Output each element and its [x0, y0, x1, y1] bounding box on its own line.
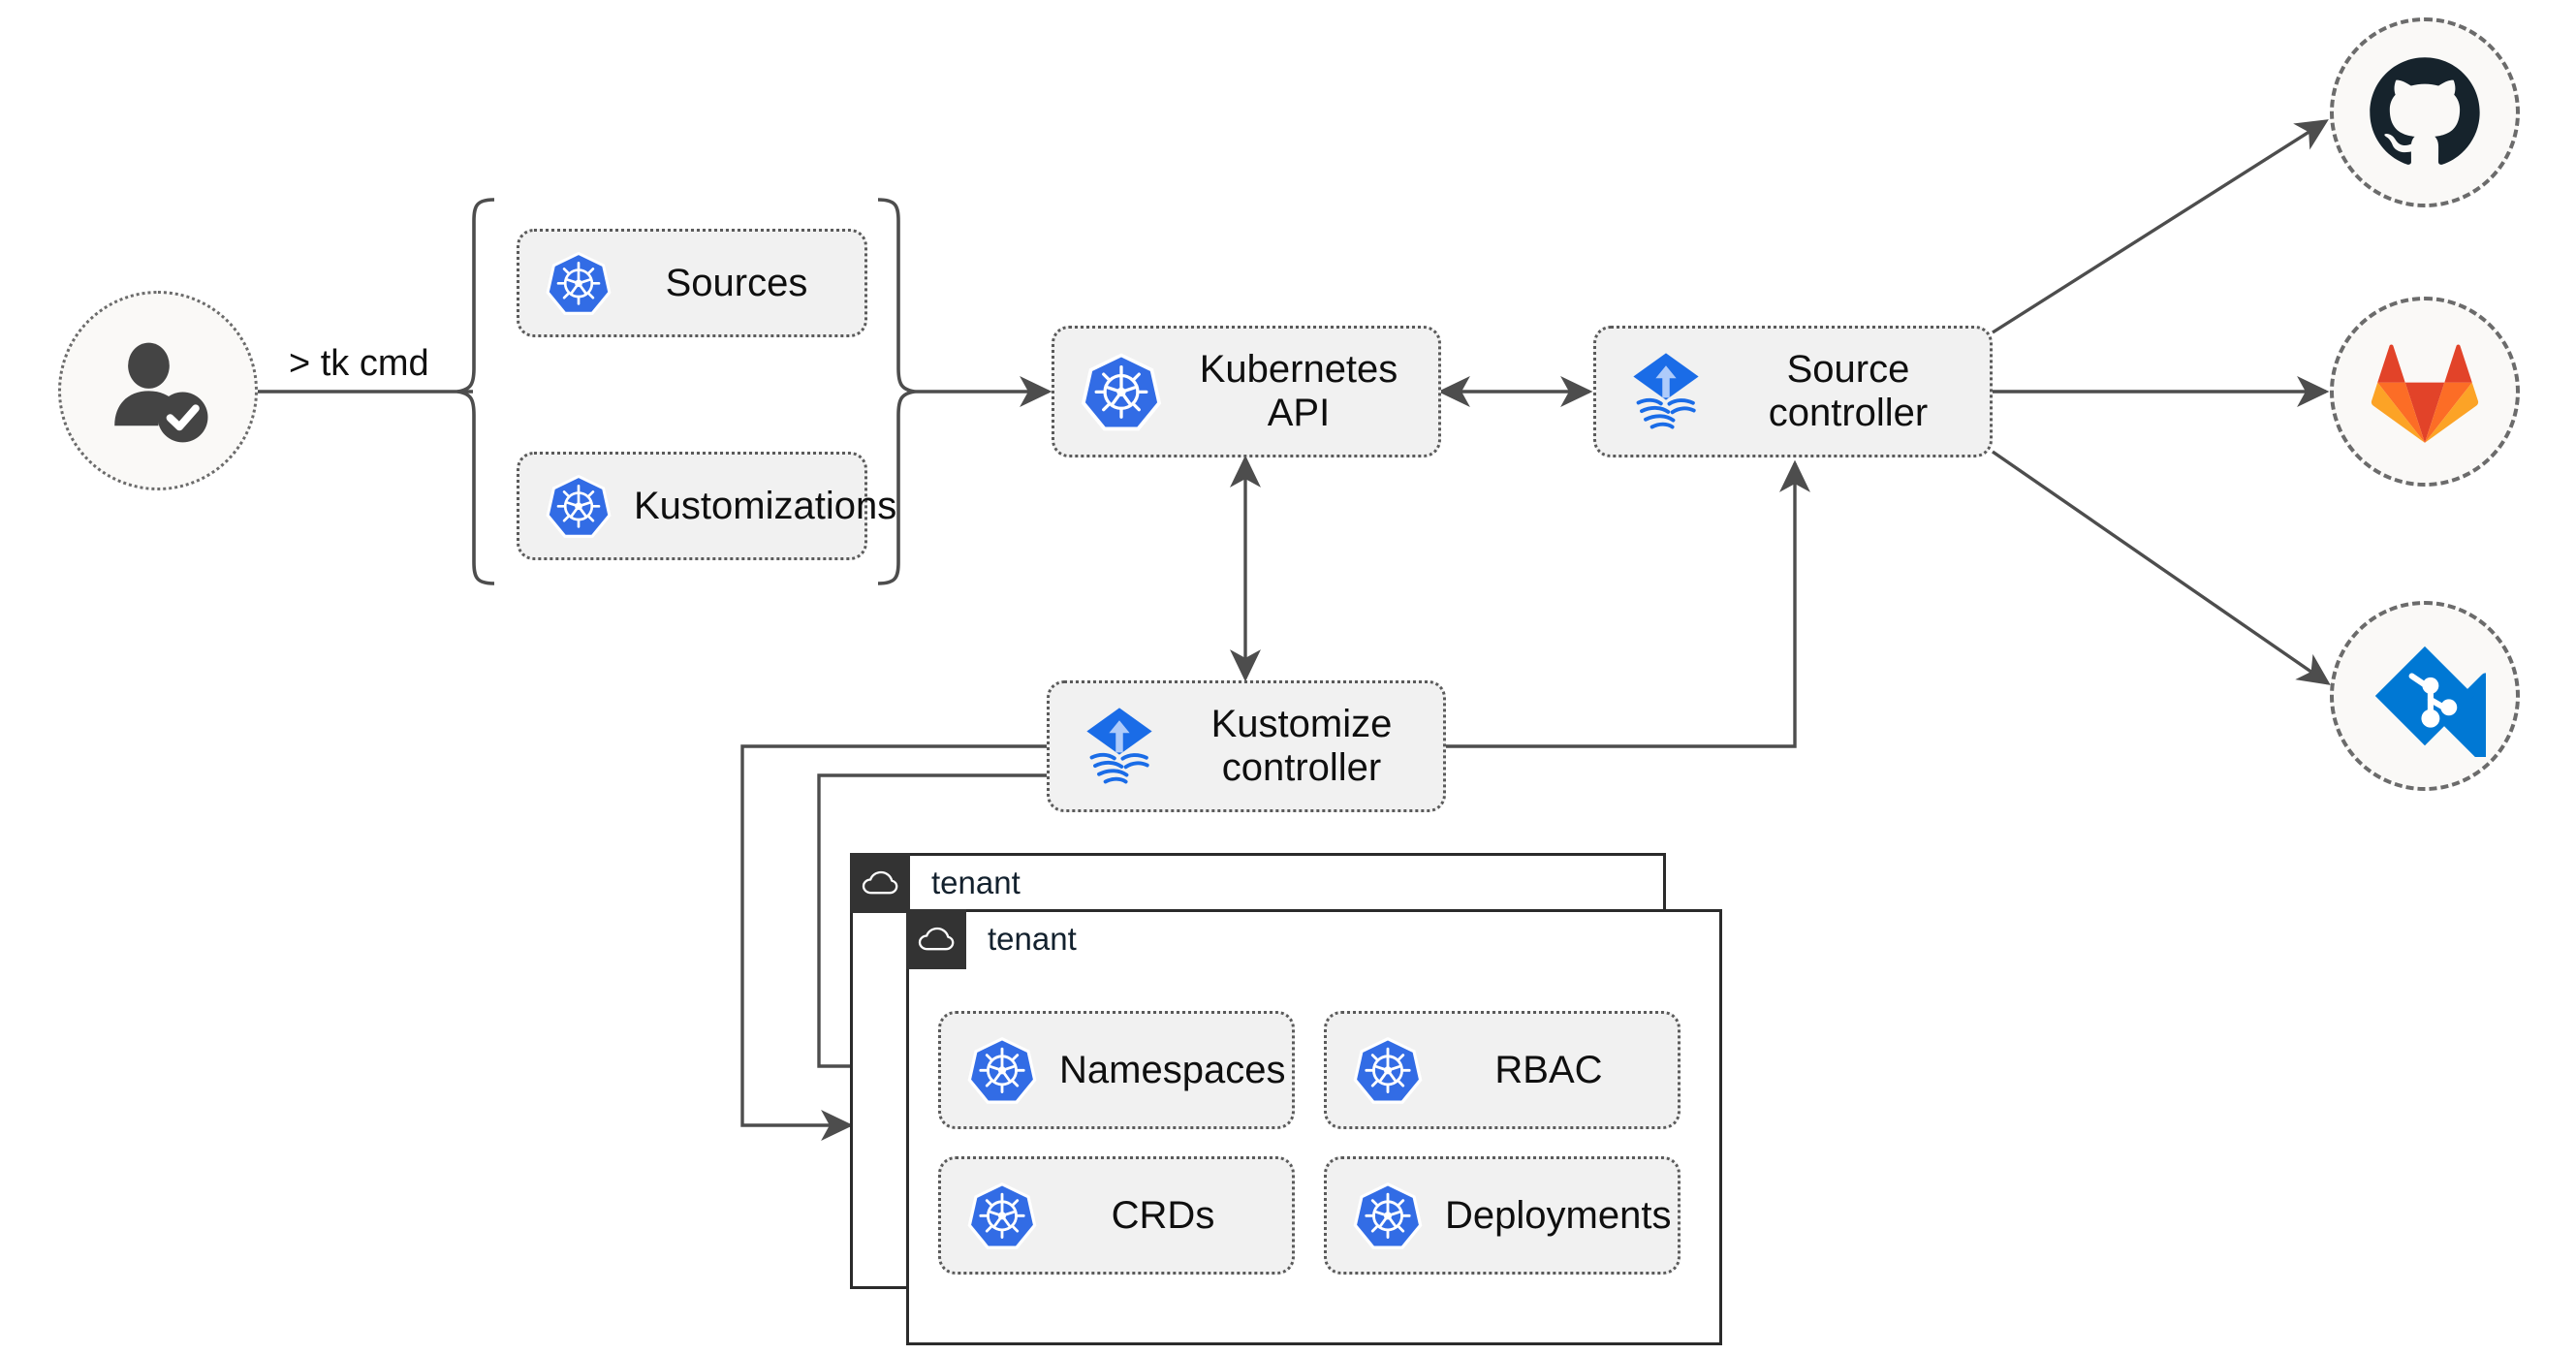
brace-left-icon	[456, 198, 495, 585]
node-kubernetes-api[interactable]: Kubernetes API	[1052, 326, 1441, 457]
kubernetes-icon	[966, 1034, 1038, 1106]
resource-label: Namespaces	[1059, 1048, 1286, 1091]
edge-source-controller-to-azure-repos	[1992, 450, 2331, 685]
node-source-controller[interactable]: Source controller	[1593, 326, 1993, 457]
cloud-icon	[906, 909, 966, 969]
kubernetes-icon	[545, 249, 613, 317]
node-label: Kustomize controller	[1210, 703, 1393, 789]
user-node[interactable]: user-check-icon	[58, 291, 258, 490]
resource-label: RBAC	[1494, 1048, 1603, 1091]
flux-icon	[1075, 702, 1164, 791]
cloud-icon	[850, 853, 910, 913]
crd-box-label: Kustomizations	[634, 484, 897, 527]
resource-box-crds[interactable]: CRDs	[938, 1156, 1295, 1275]
azure-repos-icon	[2374, 646, 2486, 757]
tenant-header: tenant	[906, 909, 1077, 969]
resource-box-namespaces[interactable]: Namespaces	[938, 1011, 1295, 1129]
node-label: Kubernetes API	[1199, 348, 1398, 434]
crd-box-label: Sources	[665, 261, 808, 304]
resource-label: Deployments	[1445, 1193, 1672, 1237]
provider-azure-repos[interactable]: Azure Repos	[2330, 601, 2520, 791]
tenant-header: tenant	[850, 853, 1021, 913]
provider-github[interactable]: GitHub	[2330, 17, 2520, 207]
tenant-title: tenant	[931, 865, 1021, 900]
provider-gitlab[interactable]: GitLab	[2330, 297, 2520, 487]
github-icon	[2370, 57, 2480, 165]
tk-cmd-label: > tk cmd	[289, 343, 429, 384]
kubernetes-icon	[966, 1180, 1038, 1251]
node-label: Source controller	[1768, 348, 1929, 434]
tenant-title: tenant	[988, 921, 1077, 957]
node-kustomize-controller[interactable]: Kustomize controller	[1047, 680, 1446, 812]
kubernetes-icon	[1352, 1180, 1424, 1251]
kubernetes-icon	[1352, 1034, 1424, 1106]
flux-icon	[1621, 347, 1711, 436]
crd-box-sources[interactable]: Sources	[517, 229, 867, 337]
tenant-frame-front[interactable]: tenant	[906, 909, 1722, 1345]
resource-box-rbac[interactable]: RBAC	[1324, 1011, 1681, 1129]
resource-box-deployments[interactable]: Deployments	[1324, 1156, 1681, 1275]
gitlab-icon	[2371, 344, 2479, 443]
user-check-icon	[114, 342, 208, 443]
kubernetes-icon	[545, 472, 613, 540]
edge-kustomize-controller-to-source-controller	[1442, 459, 1810, 748]
crd-box-kustomizations[interactable]: Kustomizations	[517, 452, 896, 560]
resource-label: CRDs	[1111, 1193, 1215, 1237]
edge-source-controller-to-github	[1992, 119, 2329, 334]
kubernetes-icon	[1080, 350, 1163, 433]
